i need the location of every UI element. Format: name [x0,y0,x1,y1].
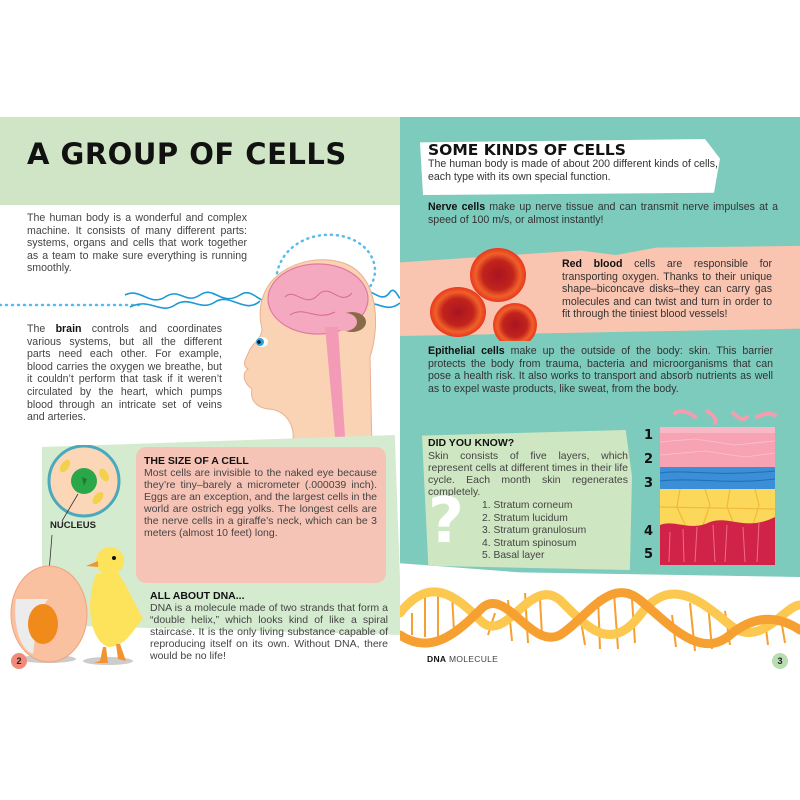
skin-layers-list: 1. Stratum corneum 2. Stratum lucidum 3.… [482,500,586,563]
nerve-paragraph: Nerve cells make up nerve tissue and can… [428,201,778,226]
cell-icon [47,445,121,522]
kinds-title: SOME KINDS OF CELLS [428,141,626,159]
size-box-title: THE SIZE OF A CELL [144,455,249,467]
egg-duckling-illustration [10,534,143,665]
red-blood-cells-icon [430,248,537,341]
size-box-text: Most cells are invisible to the naked ey… [144,467,377,539]
red-blood-rest: cells are responsible for transporting o… [562,258,772,321]
page-number-3: 3 [772,653,788,669]
layer-number-3: 3 [644,476,654,491]
skin-layers-diagram [659,409,777,565]
brain-paragraph: The brain controls and coordinates vario… [27,323,222,424]
nerve-rest: make up nerve tissue and can transmit ne… [428,201,778,226]
title-tag [420,139,720,195]
list-item: 1. Stratum corneum [482,500,573,511]
book-spread: A GROUP OF CELLS The human body is a won… [0,117,800,677]
dna-info: ALL ABOUT DNA... DNA is a molecule made … [150,590,388,662]
dna-caption: DNA MOLECULE [427,654,498,664]
layer-number-4: 4 [644,524,654,539]
page-number-2: 2 [11,653,27,669]
brain-bold: brain [55,323,82,335]
wave-icon [124,289,400,309]
nerve-bold: Nerve cells [428,201,486,213]
dotted-line-icon [0,233,377,307]
dna-box-text: DNA is a molecule made of two strands th… [150,602,388,662]
layer-number-5: 5 [644,547,654,562]
red-blood-paragraph: Red blood cells are responsible for tran… [562,258,772,321]
yolk-icon [28,604,58,644]
brain-prefix: The [27,323,56,335]
dna-caption-bold: DNA [427,654,447,664]
brain-illustration [0,233,400,452]
epithelial-bold: Epithelial cells [428,345,505,357]
did-you-know-box [422,430,632,570]
list-item: 3. Stratum granulosum [482,525,587,536]
nucleus-label: NUCLEUS [50,520,96,531]
brain-rest: controls and coordinates various systems… [27,323,222,424]
layer-number-2: 2 [644,452,654,467]
epithelial-rest: make up the outside of the body: skin. T… [428,345,773,395]
did-you-know-text: Skin consists of five layers, which repr… [428,450,628,498]
epithelial-paragraph: Epithelial cells make up the outside of … [428,345,773,395]
list-item: 5. Basal layer [482,550,545,561]
did-you-know-title: DID YOU KNOW? [428,437,515,449]
right-page: SOME KINDS OF CELLS The human body is ma… [400,117,800,677]
list-item: 2. Stratum lucidum [482,512,568,524]
size-of-cell-box: THE SIZE OF A CELL Most cells are invisi… [136,447,386,583]
kinds-intro: The human body is made of about 200 diff… [428,158,718,183]
dna-caption-rest: MOLECULE [446,654,499,664]
question-mark-icon: ? [428,484,464,557]
dna-helix-icon [400,587,800,652]
list-item: 4. Stratum spinosum [482,537,577,549]
red-blood-bold: Red blood [562,258,623,270]
layer-number-1: 1 [644,428,654,443]
page-title: A GROUP OF CELLS [27,137,347,171]
duckling-icon [83,547,143,665]
left-page: A GROUP OF CELLS The human body is a won… [0,117,400,677]
intro-paragraph: The human body is a wonderful and comple… [27,212,247,275]
title-band [0,117,400,205]
dna-box-title: ALL ABOUT DNA... [150,590,245,602]
